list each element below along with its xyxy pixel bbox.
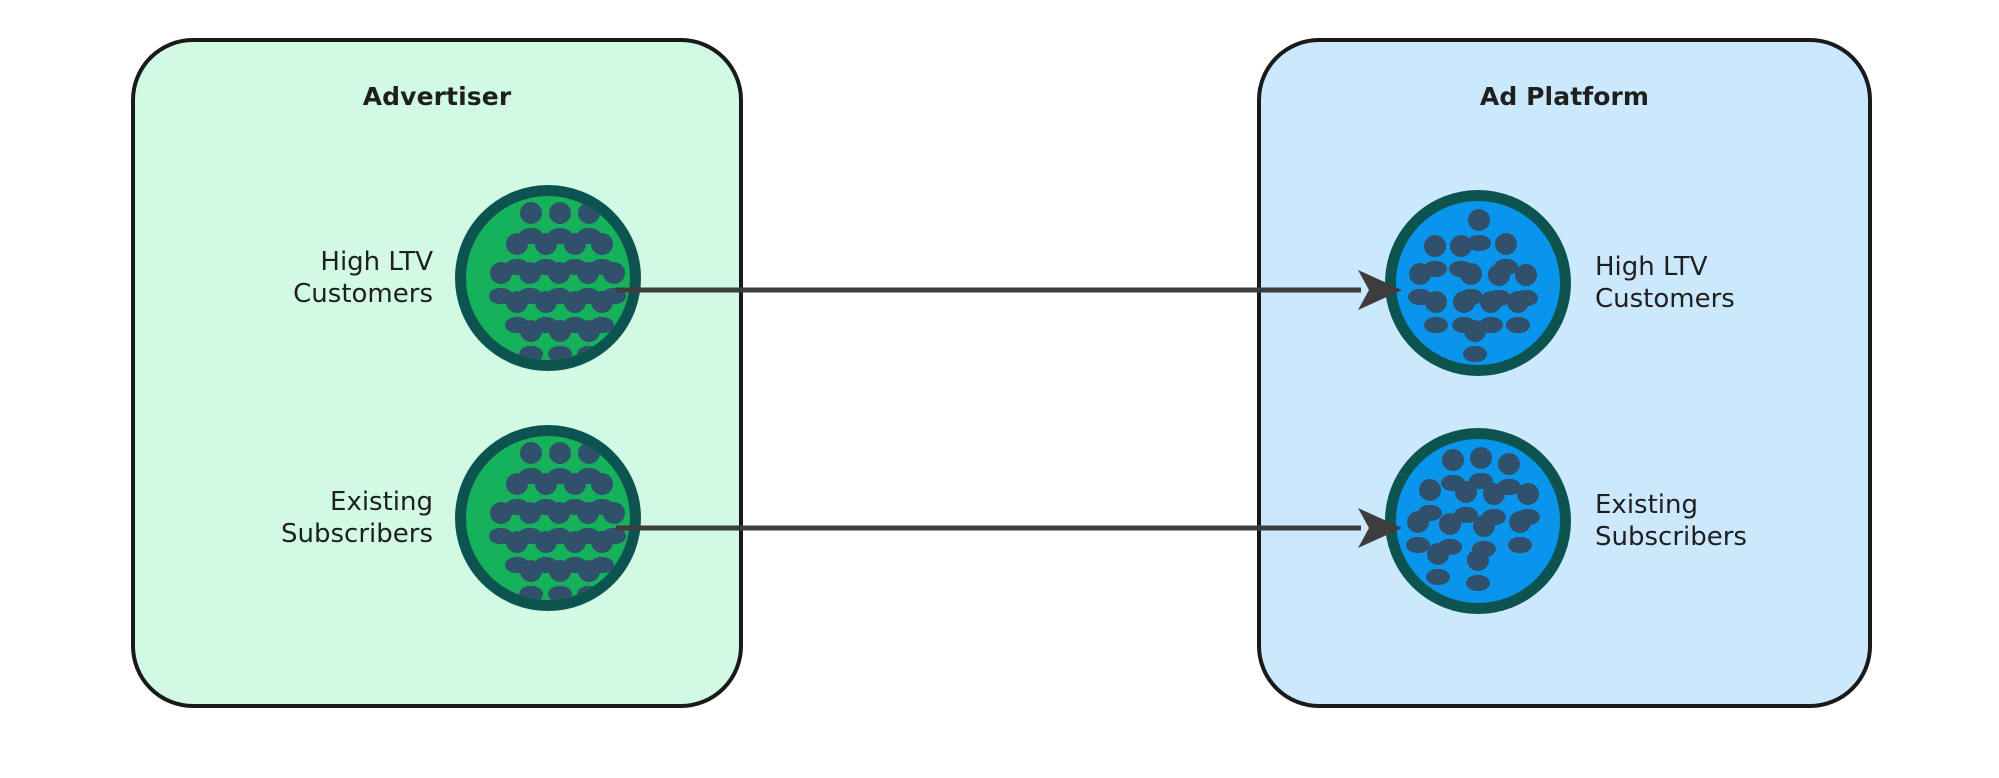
audience-circle-advertiser-existing-subscribers [455,425,641,611]
panel-advertiser: Advertiser [131,38,743,708]
audience-label-advertiser-existing-subscribers: Existing Subscribers [281,486,433,549]
audience-circle-platform-high-ltv [1385,190,1571,376]
connection-existing-subscribers [616,508,1406,548]
people-scatter-icon [1406,447,1540,591]
audience-group-advertiser-high-ltv: High LTV Customers [163,185,641,371]
panel-advertiser-title: Advertiser [362,82,512,111]
panel-ad-platform: Ad Platform [1257,38,1872,708]
audience-label-platform-existing-subscribers: Existing Subscribers [1595,489,1747,552]
audience-group-platform-high-ltv: High LTV Customers [1385,190,1865,376]
arrowhead-icon [1358,508,1402,548]
audience-group-advertiser-existing-subscribers: Existing Subscribers [163,425,641,611]
people-grid-icon [489,442,626,600]
arrowhead-icon [1358,270,1402,310]
connection-high-ltv [616,270,1406,310]
people-scatter-icon [1408,209,1538,362]
audience-label-platform-high-ltv: High LTV Customers [1595,251,1735,314]
people-grid-icon [489,202,626,360]
audience-label-advertiser-high-ltv: High LTV Customers [293,246,433,309]
audience-group-platform-existing-subscribers: Existing Subscribers [1385,428,1865,614]
audience-circle-advertiser-high-ltv [455,185,641,371]
audience-circle-platform-existing-subscribers [1385,428,1571,614]
panel-ad-platform-title: Ad Platform [1479,82,1650,111]
